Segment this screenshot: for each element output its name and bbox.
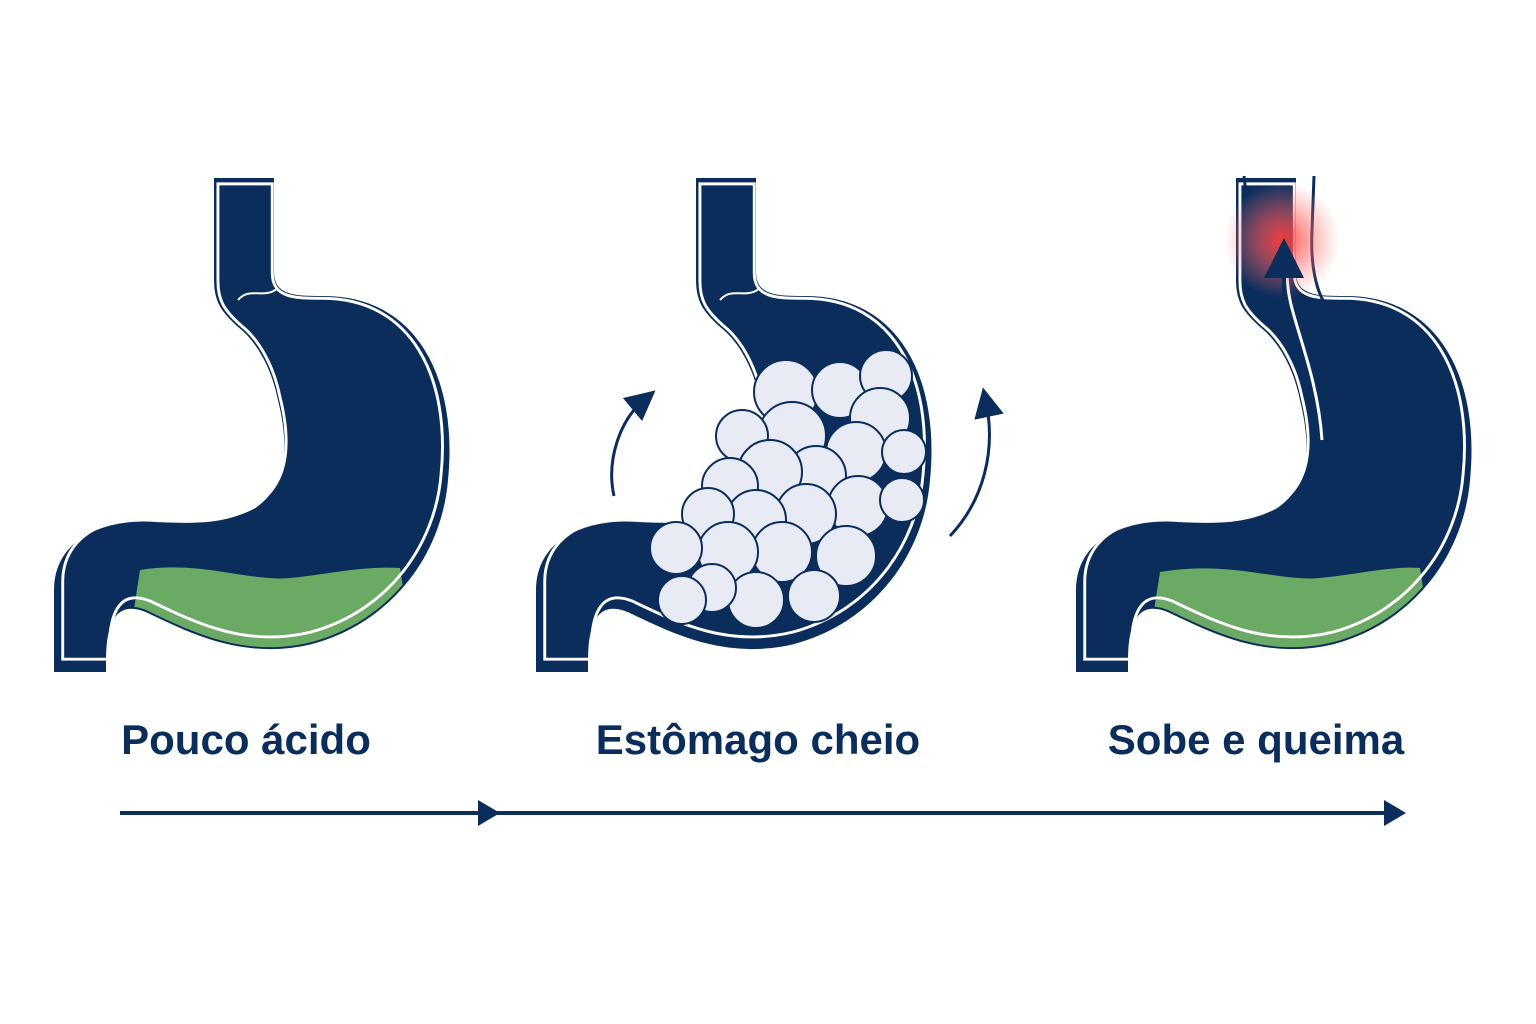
sphincter-lines [237, 287, 279, 301]
food-bubble [649, 521, 703, 575]
sphincter-lines [719, 287, 761, 301]
acid-pool [1140, 567, 1440, 670]
food-bubble [787, 569, 841, 623]
step-label-low-acid: Pouco ácido [121, 716, 371, 763]
pressure-arrow-right [948, 387, 1004, 538]
pressure-arrow-left [610, 390, 656, 497]
timeline-arrow [120, 800, 1406, 826]
timeline-arrowhead-end [1384, 800, 1406, 826]
food-bubble [881, 429, 927, 475]
stomach-full [536, 178, 932, 672]
food-bubbles [649, 349, 927, 629]
step-label-full-stomach: Estômago cheio [595, 716, 921, 763]
food-bubble [879, 477, 925, 523]
stomach-low-acid [54, 178, 450, 672]
step-label-reflux-burn: Sobe e queima [1107, 716, 1405, 763]
food-bubble [657, 575, 707, 625]
food-bubble [815, 525, 877, 587]
stomach-reflux [1076, 175, 1472, 672]
acid-pool [120, 567, 420, 670]
timeline-arrowhead-mid [478, 800, 500, 826]
food-bubble [727, 571, 785, 629]
